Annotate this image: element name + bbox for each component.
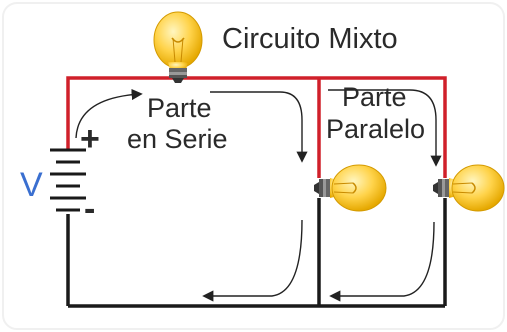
arrow-series-top-left: [75, 88, 143, 139]
minus-sign: -: [84, 190, 95, 228]
plus-sign: +: [80, 120, 100, 158]
parallel-label-line1: Parte: [342, 82, 407, 112]
arrow-parallel-top: [328, 89, 442, 167]
parallel-label-line2: Paralelo: [326, 114, 425, 144]
arrow-return-left: [202, 219, 303, 302]
battery-icon: [50, 148, 86, 212]
current-arrows: [75, 88, 442, 302]
arrow-series-to-bulb: [210, 91, 308, 163]
diagram-title: Circuito Mixto: [222, 23, 398, 55]
lightbulb-icon: [433, 164, 505, 212]
lightbulb-icon: [314, 164, 387, 212]
top-red-wire: [66, 76, 447, 178]
arrow-parallel-bottom: [329, 221, 435, 302]
series-label-line1: Parte: [147, 93, 212, 123]
lightbulb-icon: [153, 11, 203, 83]
wires: [66, 76, 447, 308]
voltage-label: V: [20, 166, 43, 204]
series-label-line2: en Serie: [127, 124, 228, 154]
